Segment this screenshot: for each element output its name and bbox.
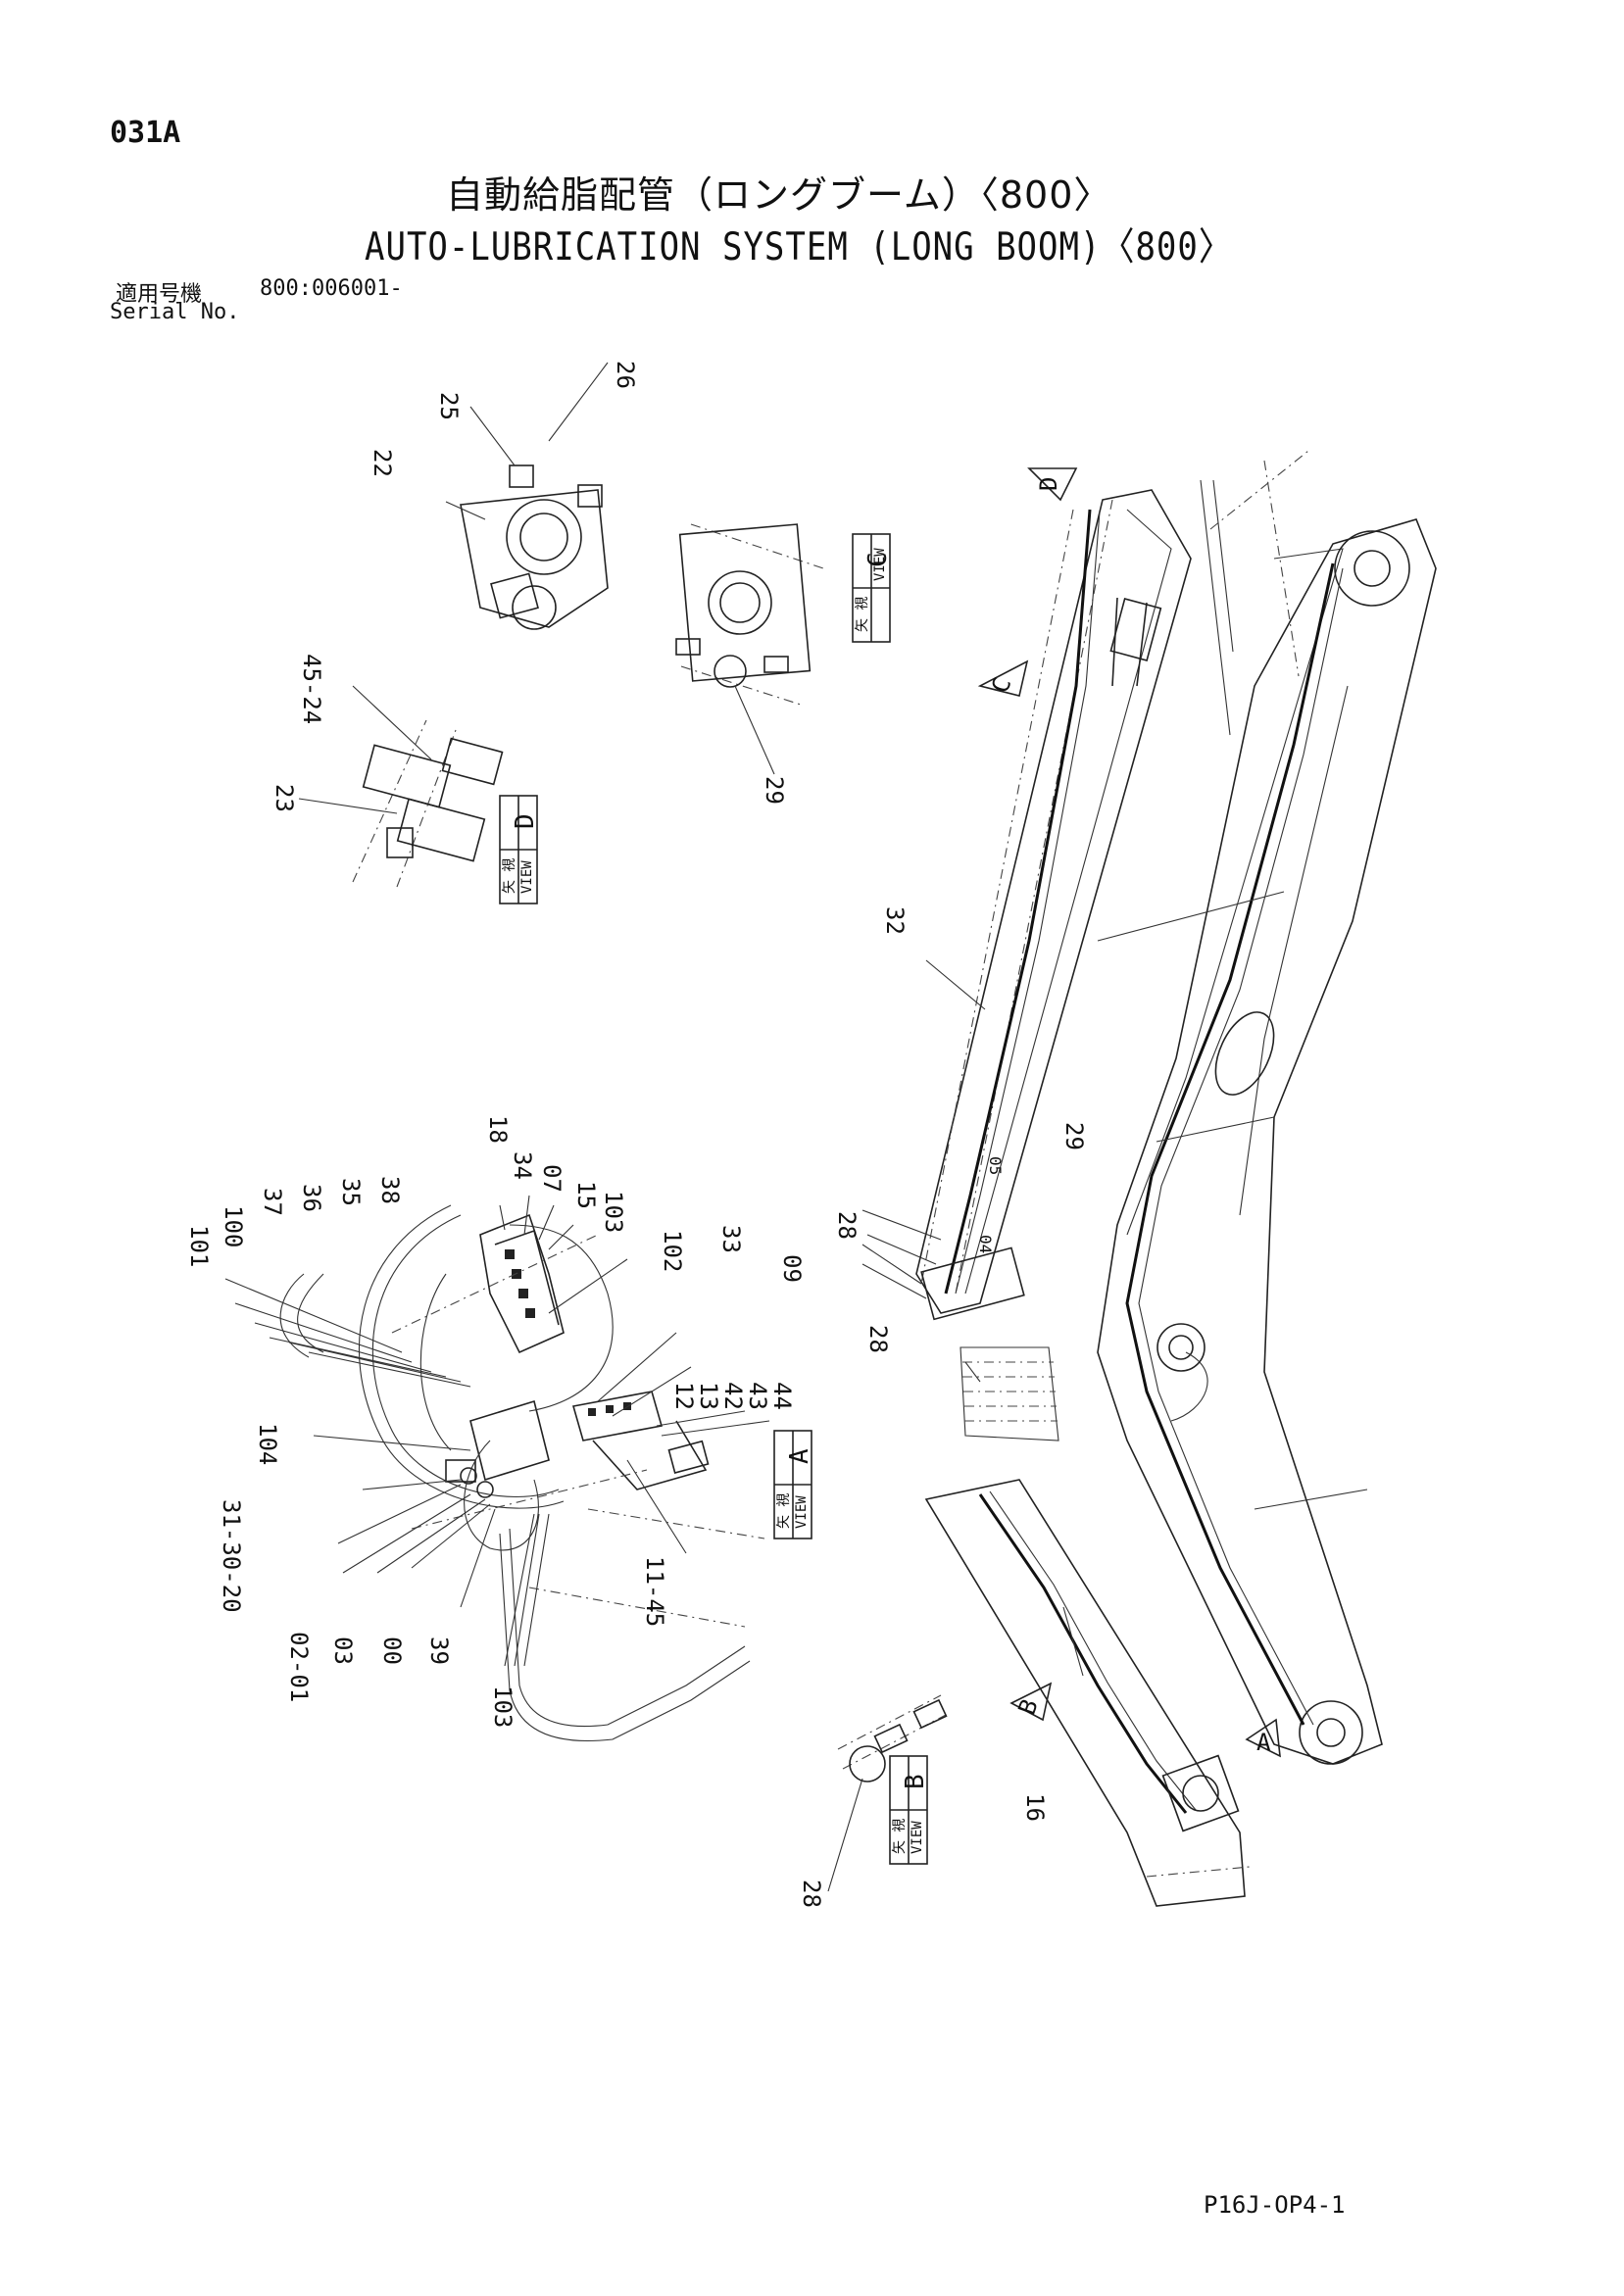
view-b-label: VIEW 矢 視 B xyxy=(889,1755,930,1865)
callout: 03 xyxy=(329,1637,357,1665)
callout: 38 xyxy=(376,1176,404,1204)
callout: 34 xyxy=(509,1151,536,1180)
view-d-letter: D xyxy=(511,813,540,829)
arrow-mark-a: A xyxy=(1245,1718,1281,1758)
callout: 28 xyxy=(864,1325,892,1353)
callout: 101 xyxy=(185,1225,213,1267)
callout: 39 xyxy=(425,1637,453,1665)
callout: 26 xyxy=(612,361,639,389)
title-japanese: 自動給脂配管（ロングブーム）〈800〉 xyxy=(446,173,1112,217)
view-a-label-jp: 矢 視 xyxy=(776,1493,792,1529)
callout: 32 xyxy=(881,906,909,935)
view-b-label-jp: 矢 視 xyxy=(892,1819,908,1854)
view-c-label: VIEW 矢 視 C xyxy=(852,533,893,643)
arrow-mark-c: C xyxy=(977,659,1029,697)
callout: 104 xyxy=(254,1423,281,1465)
svg-text:D: D xyxy=(1035,477,1062,491)
leader-lines xyxy=(224,959,1084,1677)
callout: 28 xyxy=(798,1880,825,1908)
callout: 29 xyxy=(1060,1122,1088,1150)
svg-text:A: A xyxy=(1256,1729,1271,1756)
callout: 16 xyxy=(1021,1793,1049,1822)
callout: 25 xyxy=(435,392,463,420)
callout: 02-01 xyxy=(285,1632,313,1702)
svg-text:B: B xyxy=(1013,1695,1044,1718)
callout: 15 xyxy=(572,1181,600,1209)
view-c-letter: C xyxy=(863,552,893,567)
view-d-detail xyxy=(298,685,504,888)
callout: 28 xyxy=(833,1211,861,1240)
hatch-section xyxy=(960,1346,1059,1441)
callout: 100 xyxy=(220,1205,247,1247)
grease-fitting-29 xyxy=(714,655,747,688)
view-a-letter: A xyxy=(785,1448,814,1464)
callout: 05 xyxy=(986,1156,1005,1175)
view-c-detail xyxy=(675,523,824,775)
serial-label-english: Serial No. xyxy=(110,300,240,324)
callout: 23 xyxy=(271,784,298,812)
view-a-label-en: VIEW xyxy=(794,1495,810,1529)
view-c-label-jp: 矢 視 xyxy=(855,597,870,632)
callout: 22 xyxy=(369,449,396,477)
arrow-mark-d: D xyxy=(1027,467,1078,502)
callout: 36 xyxy=(298,1184,325,1212)
callout: 13 xyxy=(695,1382,722,1410)
callout: 35 xyxy=(337,1178,365,1206)
callout: 04 xyxy=(976,1235,995,1253)
callout: 11-45 xyxy=(641,1556,668,1627)
view-a-label: VIEW 矢 視 A xyxy=(773,1430,814,1539)
clamp-detail xyxy=(445,362,609,630)
callout: 09 xyxy=(778,1254,806,1283)
view-b-label-en: VIEW xyxy=(910,1821,925,1854)
view-d-label: VIEW 矢 視 D xyxy=(499,795,540,904)
view-b-detail xyxy=(827,1694,948,1892)
callout: 18 xyxy=(484,1115,512,1144)
callout: 43 xyxy=(744,1382,771,1410)
callout: 102 xyxy=(659,1230,686,1272)
callout: 103 xyxy=(600,1191,627,1233)
callout: 31-30-20 xyxy=(218,1499,245,1613)
callout: 44 xyxy=(768,1382,796,1410)
callout: 29 xyxy=(761,776,788,805)
view-d-label-jp: 矢 視 xyxy=(502,858,517,894)
callout: 12 xyxy=(670,1382,698,1410)
page-code: 031A xyxy=(110,116,181,150)
callout: 45-24 xyxy=(298,654,325,724)
callout: 37 xyxy=(259,1188,286,1216)
view-d-label-en: VIEW xyxy=(519,860,535,894)
lube-pump-assembly xyxy=(279,1204,765,1742)
callout: 00 xyxy=(378,1637,406,1665)
view-b-letter: B xyxy=(901,1774,930,1789)
view-c-label-en: VIEW xyxy=(872,548,888,581)
callout: 33 xyxy=(717,1225,745,1253)
title-english: AUTO-LUBRICATION SYSTEM (LONG BOOM)〈800〉 xyxy=(365,224,1233,270)
long-boom-assembly xyxy=(861,450,1437,1907)
serial-label-japanese: 適用号機 xyxy=(116,282,203,307)
callout: 42 xyxy=(719,1382,747,1410)
document-code: P16J-OP4-1 xyxy=(1204,2191,1346,2219)
serial-number-value: 800:006001- xyxy=(260,276,403,301)
arrow-mark-b: B xyxy=(1009,1682,1053,1722)
callout: 103 xyxy=(489,1685,517,1728)
callout-labels: 25 26 22 45-24 23 29 32 28 29 04 05 28 1… xyxy=(185,361,1088,1908)
callout: 07 xyxy=(538,1164,566,1193)
svg-text:C: C xyxy=(986,674,1016,697)
